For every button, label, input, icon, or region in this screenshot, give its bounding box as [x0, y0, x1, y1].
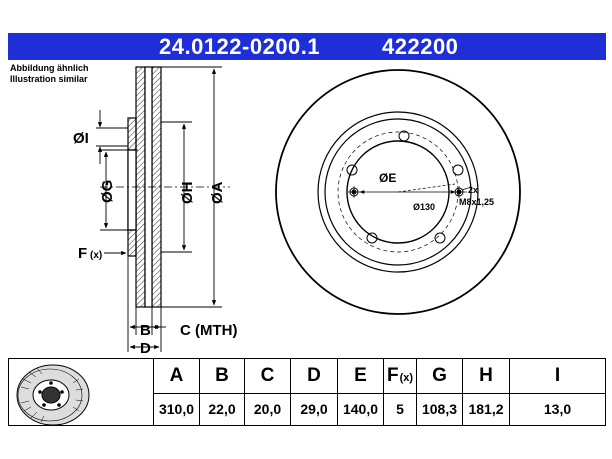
- label-pcd: Ø130: [413, 202, 435, 212]
- spec-header-label: B: [215, 365, 229, 386]
- spec-column-F: F(x) 5: [384, 358, 417, 426]
- spec-value-D: 29,0: [300, 401, 328, 417]
- disc-outer-edge: [275, 69, 521, 315]
- spec-header-sub: (x): [399, 372, 414, 384]
- label-E: ØE: [379, 171, 396, 185]
- reference-number: 422200: [382, 34, 459, 59]
- spec-value-F: 5: [396, 401, 404, 417]
- spec-header-A: A: [154, 359, 199, 394]
- hat-outer-edge: [317, 111, 479, 273]
- spec-value-C: 20,0: [253, 401, 282, 417]
- label-F: F: [78, 245, 87, 262]
- spec-column-I: I 13,0: [510, 358, 606, 426]
- spec-value-B: 22,0: [208, 401, 236, 417]
- spec-header-label: A: [169, 365, 184, 386]
- spec-header-F: F(x): [384, 359, 416, 394]
- label-G: ØG: [99, 180, 116, 203]
- hat-inner-edge: [324, 118, 472, 266]
- front-view: [275, 69, 521, 315]
- label-I: ØI: [73, 130, 89, 147]
- bolt-holes: [346, 130, 464, 244]
- spec-value-G: 108,3: [421, 401, 458, 417]
- spec-value-A: 310,0: [158, 401, 195, 417]
- spec-header-C: C: [245, 359, 290, 394]
- spec-column-D: D 29,0: [291, 358, 338, 426]
- brake-disc-icon: [16, 364, 90, 426]
- spec-header-D: D: [291, 359, 337, 394]
- side-dimensions: [96, 66, 222, 352]
- spec-value-H: 181,2: [468, 401, 504, 417]
- spec-value-E: 140,0: [342, 401, 379, 417]
- spec-column-C: C 20,0: [245, 358, 291, 426]
- label-D: D: [140, 340, 151, 357]
- spec-header-B: B: [200, 359, 244, 394]
- spec-value-I: 13,0: [543, 401, 572, 417]
- spec-header-I: I: [510, 359, 605, 394]
- spec-header-E: E: [338, 359, 383, 394]
- label-A: ØA: [209, 181, 226, 204]
- spec-header-label: E: [354, 365, 367, 386]
- spec-column-G: G 108,3: [417, 358, 463, 426]
- spec-column-A: A 310,0: [154, 358, 200, 426]
- disc-thumbnail: [8, 358, 154, 426]
- spec-header-G: G: [417, 359, 462, 394]
- spec-header-label: C: [260, 365, 275, 386]
- spec-header-label: I: [554, 365, 561, 386]
- note-german: Abbildung ähnlich: [10, 63, 89, 73]
- label-C: C (MTH): [180, 322, 237, 339]
- spec-header-label: F: [386, 365, 399, 386]
- spec-header-H: H: [463, 359, 509, 394]
- label-thread: M8x1,25: [459, 197, 494, 207]
- title-bar: 24.0122-0200.1 422200: [8, 33, 606, 60]
- spec-header-label: D: [307, 365, 321, 386]
- label-B: B: [140, 322, 151, 339]
- label-H: ØH: [179, 182, 196, 205]
- spec-column-E: E 140,0: [338, 358, 384, 426]
- side-section-view: [100, 66, 230, 308]
- spec-column-B: B 22,0: [200, 358, 245, 426]
- spec-table: A 310,0 B 22,0 C 20,0 D 29,0 E 140,0 F(x) 5 G 108,3 H 1…: [8, 358, 606, 426]
- label-F-sub: (x): [90, 250, 102, 261]
- label-thread-count: 2x: [468, 185, 478, 195]
- note-english: Illustration similar: [10, 74, 88, 84]
- spec-header-label: G: [432, 365, 447, 386]
- spec-header-label: H: [479, 365, 493, 386]
- part-number: 24.0122-0200.1: [159, 34, 321, 59]
- spec-column-H: H 181,2: [463, 358, 510, 426]
